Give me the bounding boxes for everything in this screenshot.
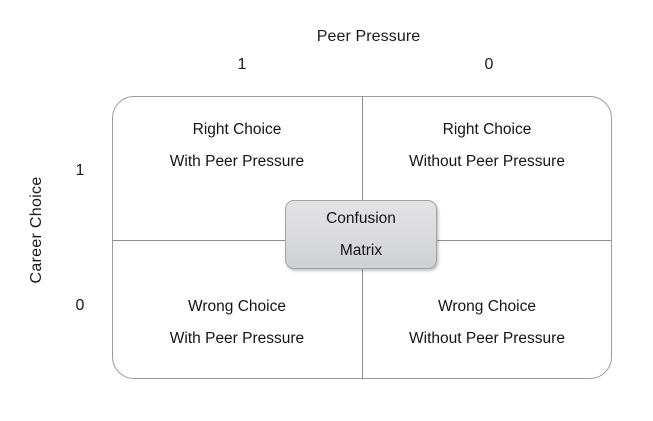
row-tick-label-0: 0	[75, 297, 85, 314]
confusion-matrix-callout: Confusion Matrix	[285, 200, 437, 269]
quadrant-bottom-left-line1: Wrong Choice	[188, 298, 286, 315]
quadrant-bottom-right: Wrong Choice Without Peer Pressure	[363, 299, 611, 346]
row-axis-title: Career Choice	[28, 176, 45, 284]
quadrant-top-left-line2: With Peer Pressure	[169, 152, 305, 170]
quadrant-top-left-line1: Right Choice	[192, 121, 282, 138]
quadrant-top-right: Right Choice Without Peer Pressure	[363, 122, 611, 169]
confusion-matrix-callout-line2: Matrix	[339, 242, 383, 259]
quadrant-bottom-right-line2: Without Peer Pressure	[409, 329, 565, 347]
quadrant-bottom-right-line1: Wrong Choice	[438, 298, 536, 315]
column-tick-label-1: 1	[237, 56, 247, 73]
row-tick-label-1: 1	[75, 162, 85, 179]
confusion-matrix-callout-line1: Confusion	[326, 209, 396, 227]
column-axis-title-text: Peer Pressure	[316, 28, 421, 45]
column-tick-label-0: 0	[484, 56, 494, 73]
quadrant-bottom-left-line2: With Peer Pressure	[169, 329, 305, 347]
quadrant-bottom-left: Wrong Choice With Peer Pressure	[113, 299, 361, 346]
column-axis-title: Peer Pressure	[0, 28, 653, 46]
quadrant-top-right-line2: Without Peer Pressure	[409, 152, 565, 170]
quadrant-top-left: Right Choice With Peer Pressure	[113, 122, 361, 169]
quadrant-top-right-line1: Right Choice	[442, 121, 532, 138]
